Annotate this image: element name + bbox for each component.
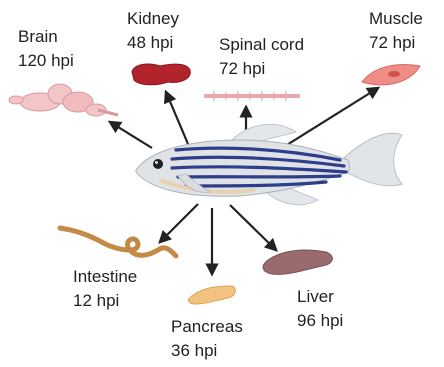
- liver-time: 96 hpi: [297, 309, 343, 333]
- zebrafish-eye: [153, 159, 163, 169]
- intestine-time: 12 hpi: [73, 289, 137, 313]
- brain-name: Brain: [18, 25, 74, 49]
- brain-time: 120 hpi: [18, 49, 74, 73]
- organ-spinal-cord: [204, 91, 300, 101]
- label-spinal-cord: Spinal cord 72 hpi: [219, 33, 304, 81]
- zebrafish: [136, 124, 402, 204]
- organ-muscle: [362, 65, 420, 85]
- arrow-to-liver: [230, 205, 276, 250]
- label-liver: Liver 96 hpi: [297, 285, 343, 333]
- spinal-cord-time: 72 hpi: [219, 57, 304, 81]
- muscle-time: 72 hpi: [369, 31, 423, 55]
- liver-name: Liver: [297, 285, 343, 309]
- organ-brain: [9, 84, 118, 116]
- label-intestine: Intestine 12 hpi: [73, 265, 137, 313]
- spinal-cord-name: Spinal cord: [219, 33, 304, 57]
- organ-pancreas: [189, 286, 236, 304]
- arrow-to-kidney: [166, 92, 188, 144]
- pancreas-time: 36 hpi: [171, 339, 243, 363]
- organ-kidney: [132, 64, 190, 85]
- pancreas-name: Pancreas: [171, 315, 243, 339]
- label-brain: Brain 120 hpi: [18, 25, 74, 73]
- kidney-time: 48 hpi: [127, 31, 179, 55]
- arrow-to-brain: [110, 122, 152, 148]
- arrow-to-intestine: [160, 204, 198, 242]
- label-muscle: Muscle 72 hpi: [369, 7, 423, 55]
- zebrafish-tail-fin: [342, 133, 402, 186]
- kidney-name: Kidney: [127, 7, 179, 31]
- intestine-name: Intestine: [73, 265, 137, 289]
- label-pancreas: Pancreas 36 hpi: [171, 315, 243, 363]
- label-kidney: Kidney 48 hpi: [127, 7, 179, 55]
- muscle-name: Muscle: [369, 7, 423, 31]
- organ-intestine: [60, 228, 176, 256]
- organ-liver: [263, 250, 332, 274]
- zebrafish-eye-highlight: [155, 161, 158, 164]
